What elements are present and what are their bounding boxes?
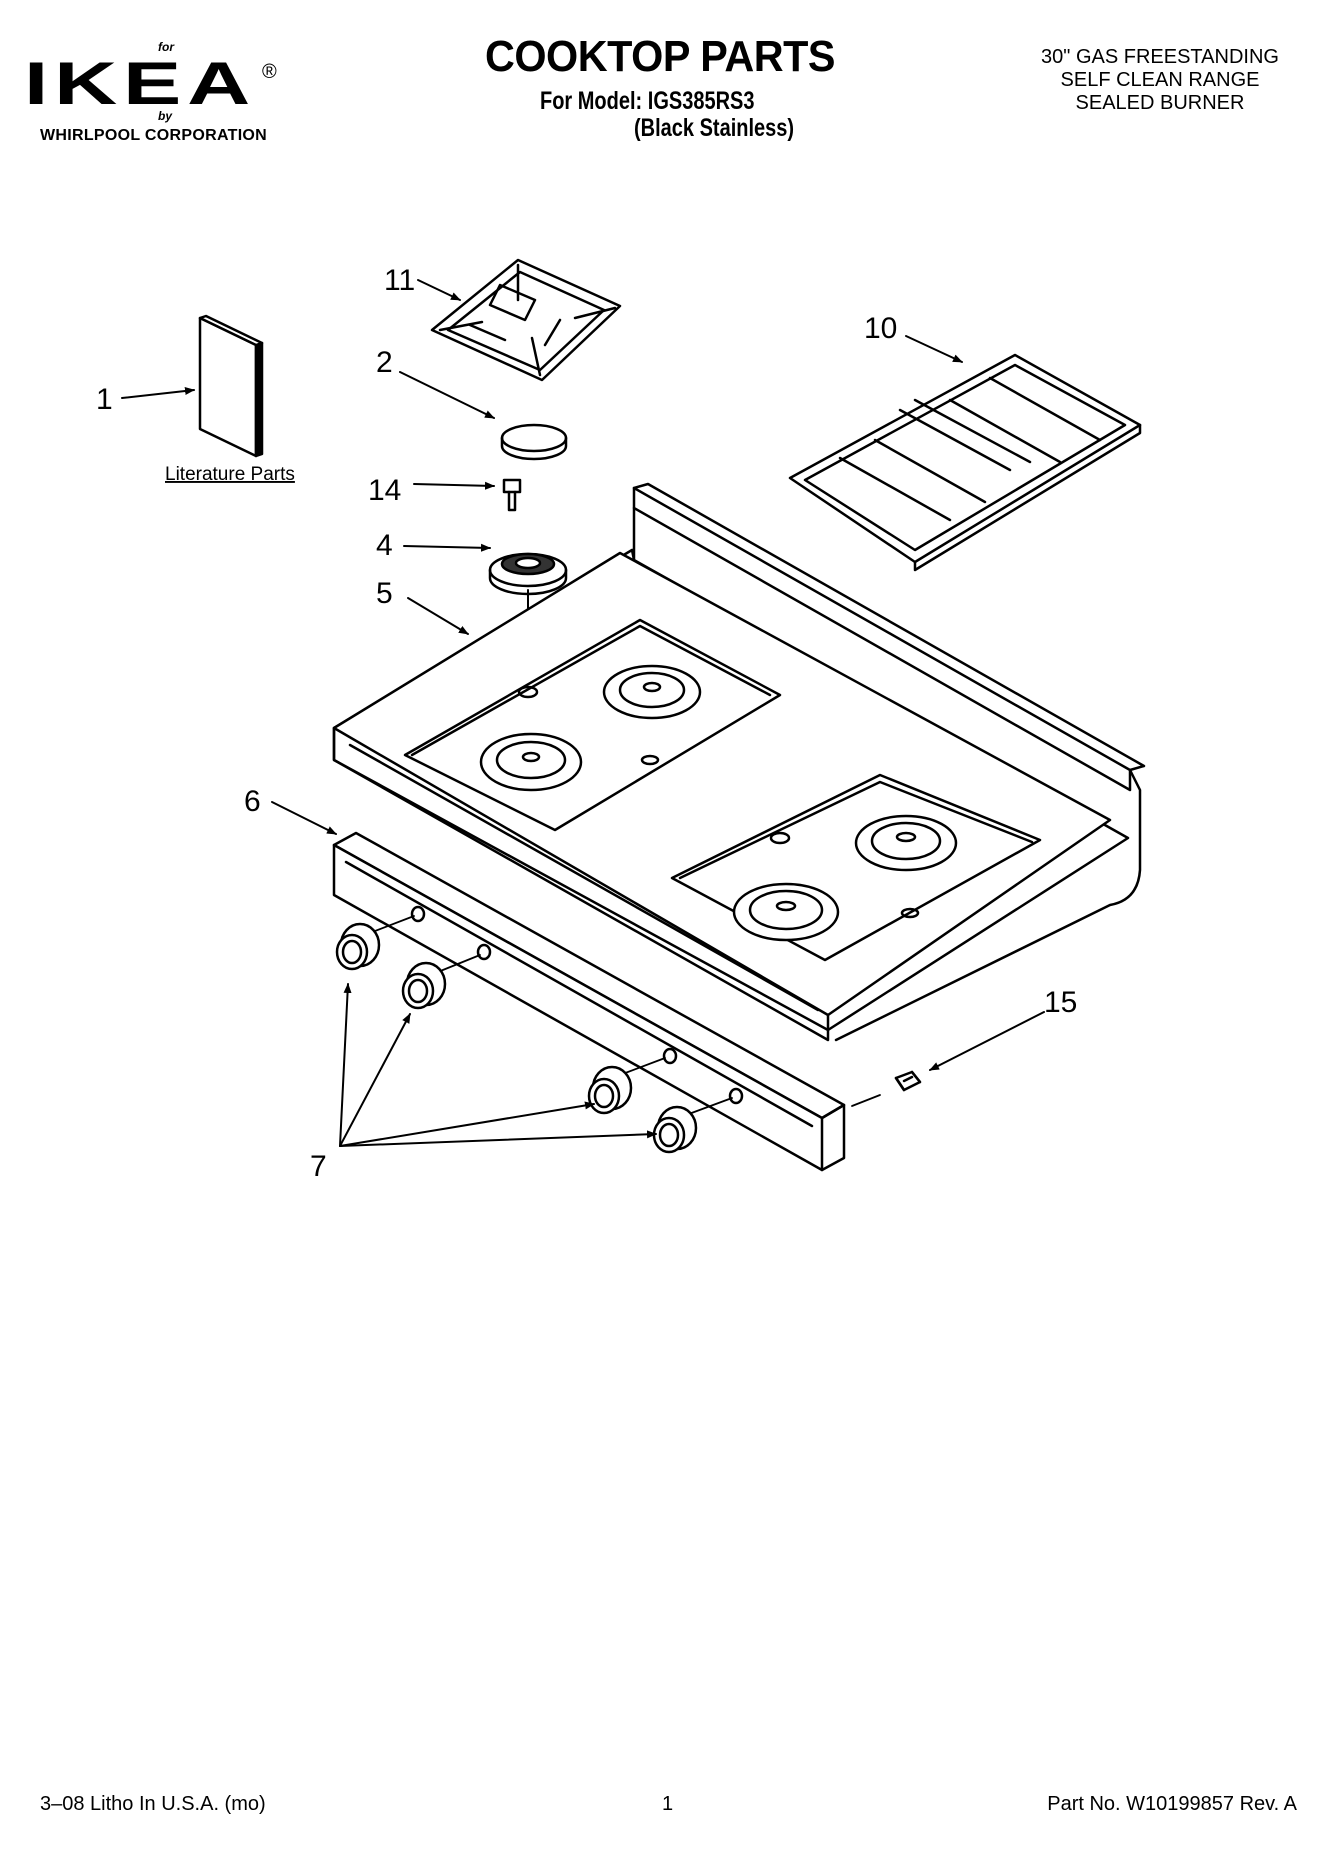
model-variant: (Black Stainless) (634, 114, 795, 142)
control-knob (587, 1065, 633, 1115)
callout-11: 11 (384, 264, 415, 297)
panel-screw (894, 1070, 922, 1092)
product-description: 30" GAS FREESTANDING SELF CLEAN RANGE SE… (1000, 46, 1320, 115)
page-title: COOKTOP PARTS (484, 32, 836, 81)
control-knob (652, 1105, 698, 1154)
literature-parts-booklet (198, 314, 264, 458)
literature-parts-label: Literature Parts (165, 464, 295, 485)
model-number: For Model: IGS385RS3 (540, 87, 755, 115)
control-knob (335, 922, 381, 971)
control-knobs (335, 922, 698, 1154)
burner-grate-double (788, 353, 1142, 572)
company-name: WHIRLPOOL CORPORATION (40, 127, 268, 144)
part-number: Part No. W10199857 Rev. A (1047, 1793, 1297, 1815)
control-panel-strip (332, 831, 881, 1172)
logo-for-text: for (158, 40, 174, 54)
callout-15: 15 (1044, 986, 1077, 1019)
callout-6: 6 (244, 785, 261, 818)
description-line: SELF CLEAN RANGE (1060, 69, 1260, 91)
cooktop-main-top (332, 482, 1146, 1042)
burner-screw (502, 478, 522, 512)
burner-grate-square (430, 258, 622, 382)
logo-by-text: by (158, 109, 173, 123)
burner-base (488, 552, 568, 596)
page-number: 1 (662, 1793, 674, 1815)
control-knob (401, 961, 447, 1010)
callout-10: 10 (864, 312, 897, 345)
callout-leaders (121, 279, 1045, 1147)
ikea-logo: IKEA ® (24, 52, 277, 110)
callout-14: 14 (368, 474, 401, 507)
description-line: 30" GAS FREESTANDING (1041, 46, 1279, 68)
callout-2: 2 (376, 346, 393, 379)
callout-4: 4 (376, 529, 393, 562)
callout-5: 5 (376, 577, 393, 610)
callout-7: 7 (310, 1150, 327, 1183)
svg-text:IKEA: IKEA (24, 52, 256, 110)
burner-cap (500, 423, 568, 461)
description-line: SEALED BURNER (1075, 92, 1245, 114)
svg-text:®: ® (262, 61, 277, 83)
callout-1: 1 (96, 383, 113, 416)
print-info: 3–08 Litho In U.S.A. (mo) (40, 1793, 266, 1815)
